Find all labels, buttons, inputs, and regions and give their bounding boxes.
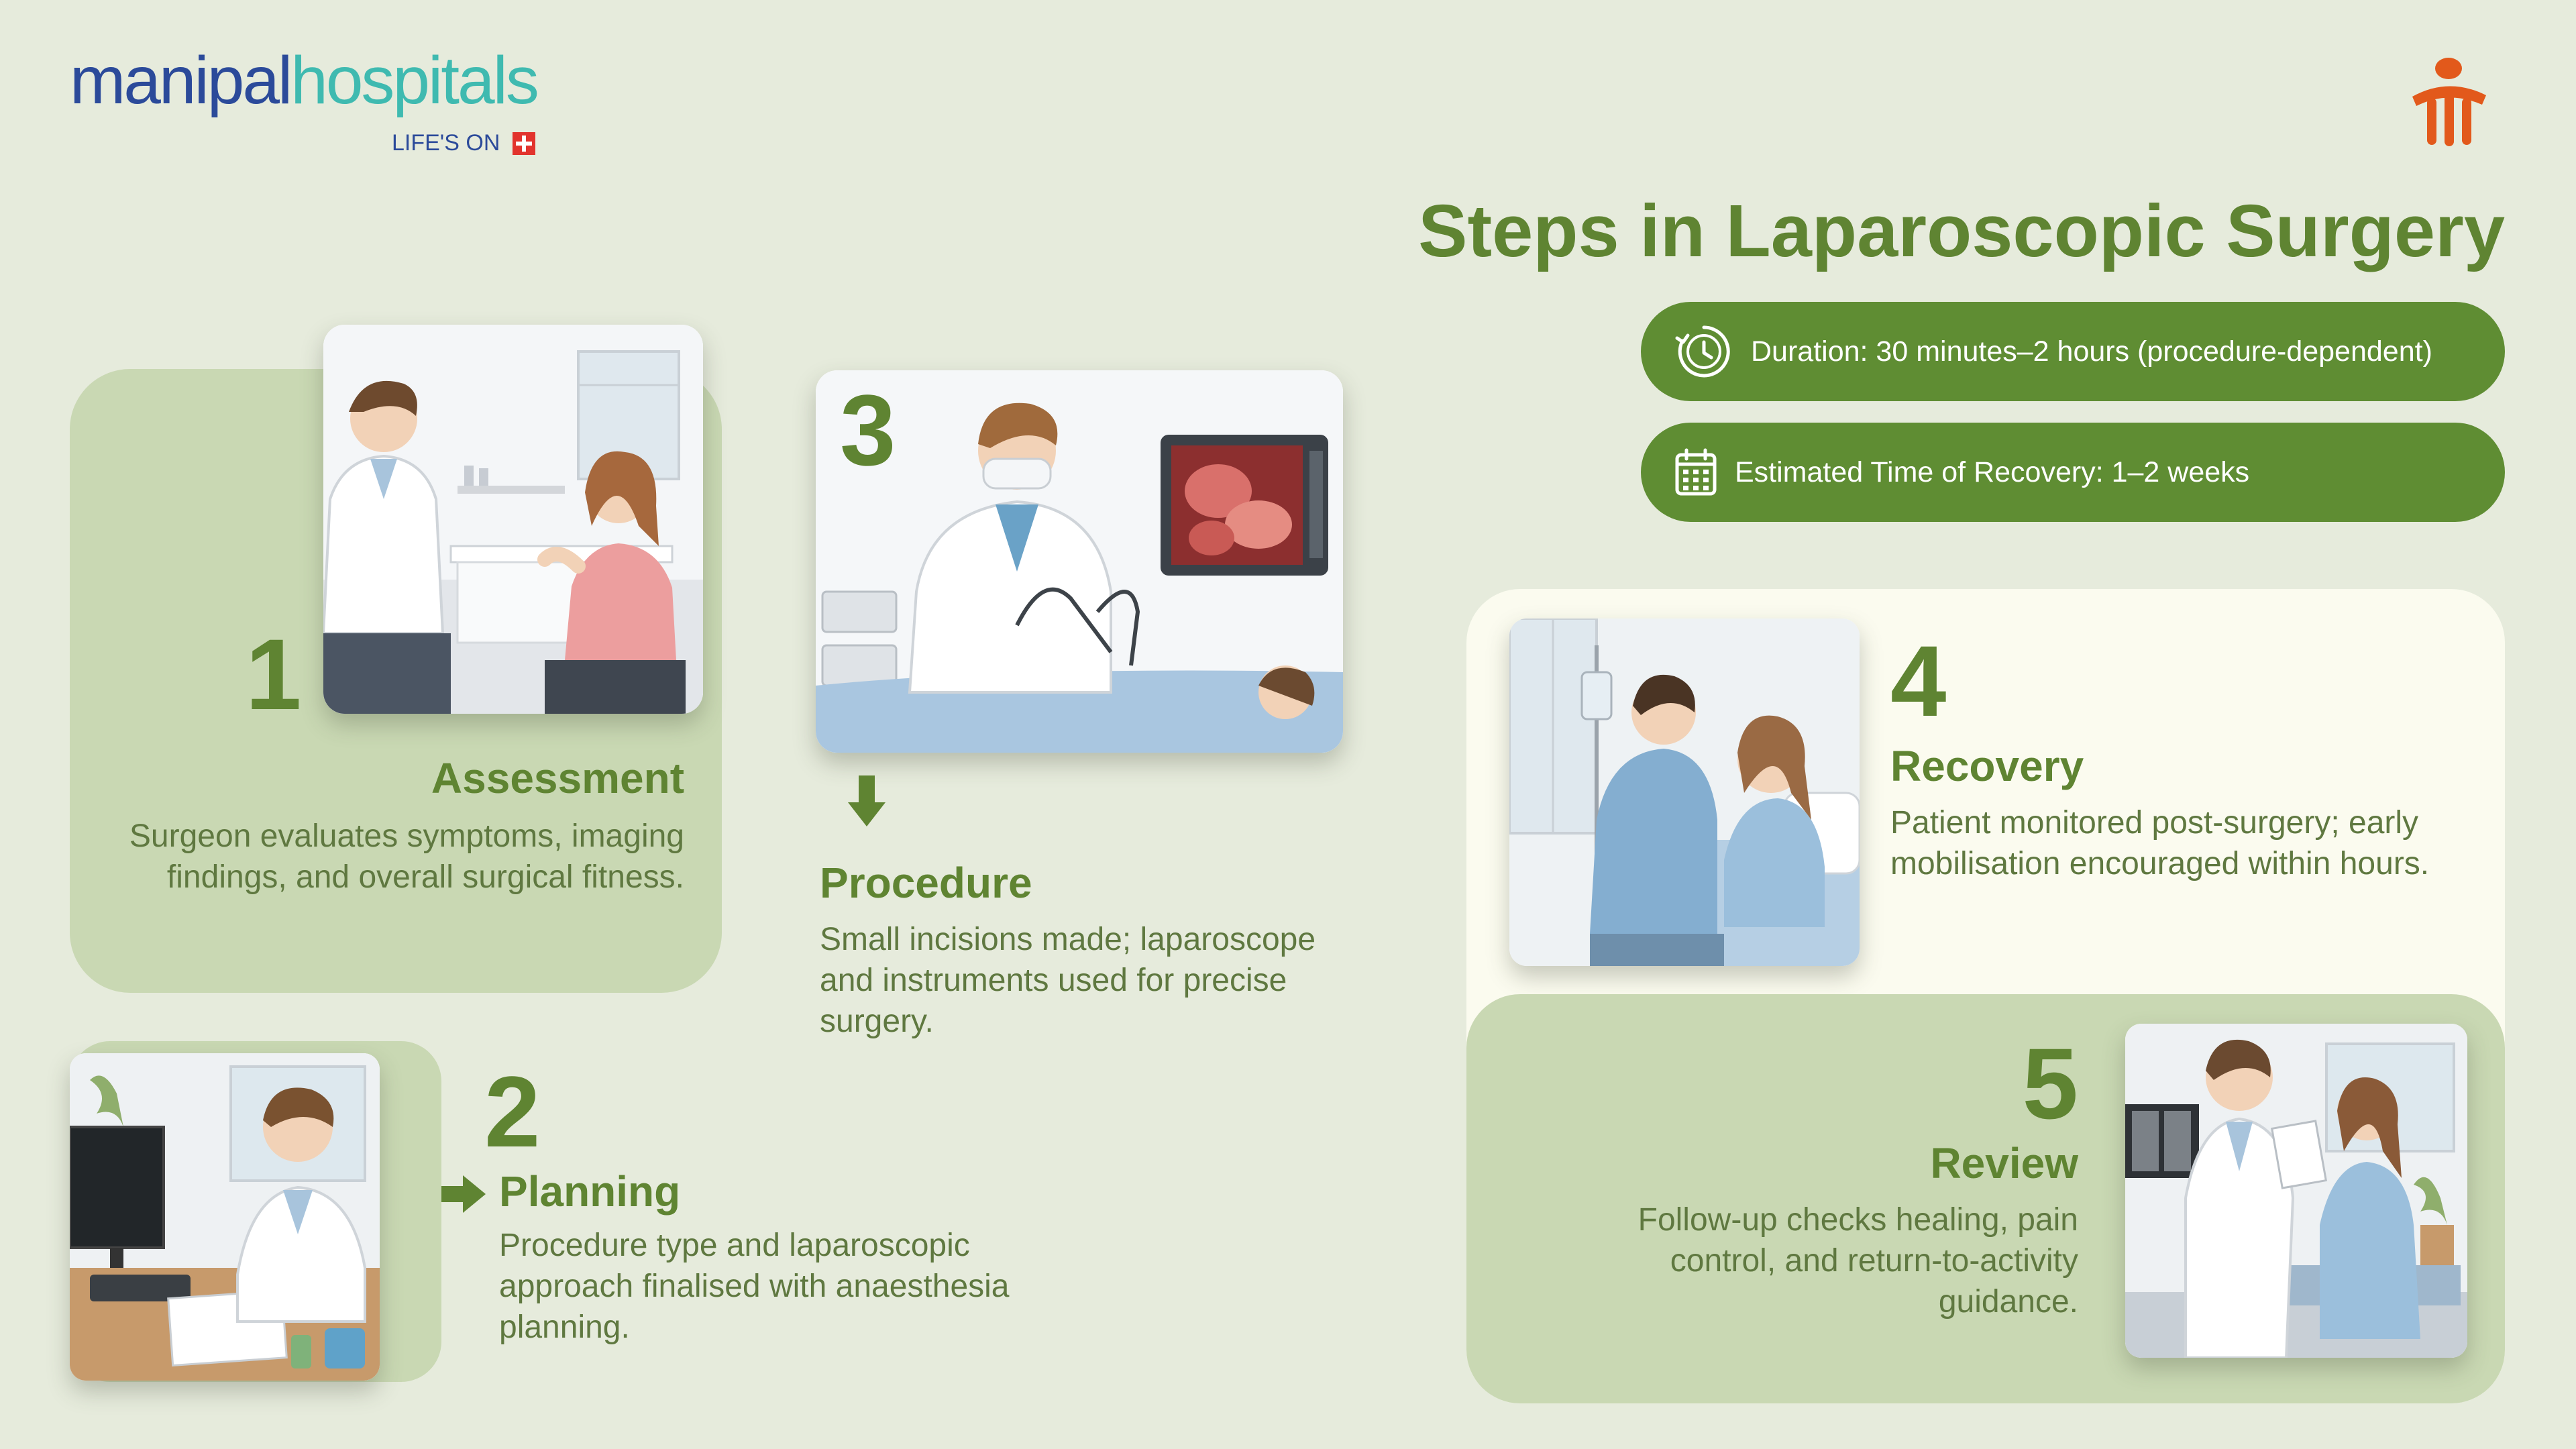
clock-icon xyxy=(1675,325,1730,378)
step-desc-planning: Procedure type and laparoscopic approach… xyxy=(499,1228,1010,1345)
step-number-4: 4 xyxy=(1890,625,1947,737)
duration-pill: Duration: 30 minutes–2 hours (procedure-… xyxy=(1641,302,2505,401)
calendar-icon xyxy=(1675,448,1717,496)
procedure-illustration xyxy=(816,370,1343,753)
step-number-2: 2 xyxy=(484,1055,541,1168)
step-number-3: 3 xyxy=(840,374,896,486)
step-title-planning: Planning xyxy=(499,1167,681,1216)
step-desc-procedure: Small incisions made; laparoscope and in… xyxy=(820,922,1316,1039)
arrow-down-icon xyxy=(848,775,885,826)
step-number-5: 5 xyxy=(2022,1027,2078,1140)
recovery-illustration xyxy=(1509,619,1860,966)
step-title-assessment: Assessment xyxy=(431,754,684,802)
page-title: Steps in Laparoscopic Surgery xyxy=(1418,190,2505,272)
brand-tagline: LIFE'S ON xyxy=(392,130,500,156)
step-number-1: 1 xyxy=(246,618,302,731)
recovery-text: Estimated Time of Recovery: 1–2 weeks xyxy=(1735,455,2250,488)
step-title-recovery: Recovery xyxy=(1890,742,2084,790)
step-desc-assessment: Surgeon evaluates symptoms, imaging find… xyxy=(129,818,684,895)
cross-icon xyxy=(513,132,535,155)
step-title-review: Review xyxy=(1930,1139,2078,1187)
step-desc-review: Follow-up checks healing, pain control, … xyxy=(1638,1202,2078,1320)
assessment-illustration xyxy=(323,325,703,714)
emblem-icon xyxy=(2412,58,2486,146)
arrow-right-icon xyxy=(441,1175,486,1213)
step-desc-recovery: Patient monitored post-surgery; early mo… xyxy=(1890,805,2430,881)
step-title-procedure: Procedure xyxy=(820,859,1032,907)
brand-logo: manipalhospitals xyxy=(70,43,539,118)
review-illustration xyxy=(2125,1024,2467,1358)
recovery-pill: Estimated Time of Recovery: 1–2 weeks xyxy=(1641,423,2505,522)
planning-illustration xyxy=(70,1053,380,1381)
duration-text: Duration: 30 minutes–2 hours (procedure-… xyxy=(1751,335,2432,368)
